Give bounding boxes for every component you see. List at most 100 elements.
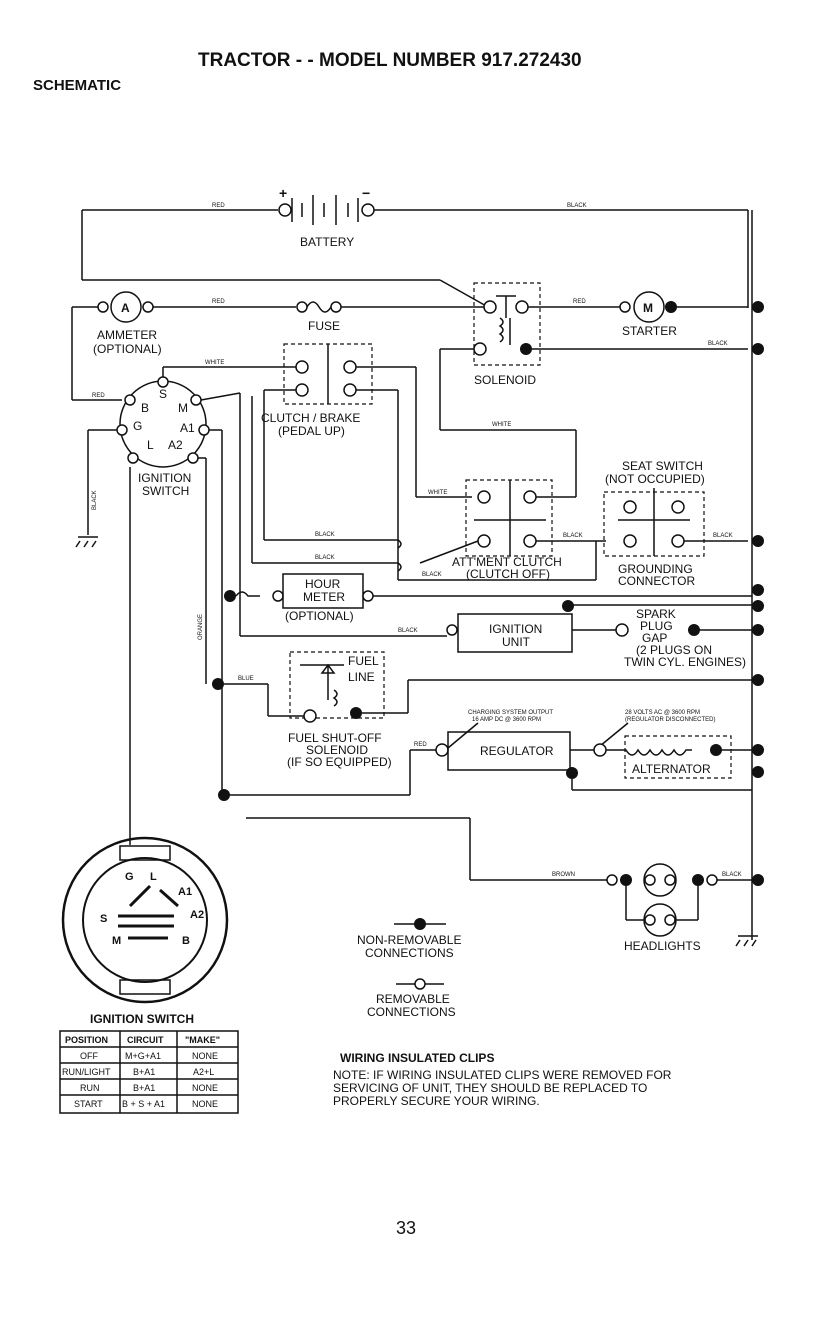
wire-label-black-headlights: BLACK [722,872,742,878]
clutch-brake-switch: CLUTCH / BRAKE (PEDAL UP) [261,343,373,438]
table-row-2-circuit: B+A1 [133,1067,155,1077]
wire-label-blue: BLUE [238,676,254,682]
alt-output-label: 28 VOLTS AC @ 3600 RPM [625,710,700,716]
hour-meter-label: HOUR [305,577,341,591]
wire-label-white-clutch: WHITE [428,490,447,496]
switch-terminal-b: B [141,401,149,415]
spark-plug-label-2: PLUG [640,619,673,633]
fuel-line-label-2: LINE [348,670,375,684]
clutch-brake-label: CLUTCH / BRAKE [261,411,360,425]
spark-plug-note-2: TWIN CYL. ENGINES) [624,655,746,669]
wire-label-white-ignition: WHITE [205,360,224,366]
note-line-3: PROPERLY SECURE YOUR WIRING. [333,1094,540,1108]
battery: + − BATTERY [81,185,749,308]
illus-terminal-g: G [125,871,134,883]
wire-label-brown: BROWN [552,872,575,878]
section-label: SCHEMATIC [33,77,121,94]
fuse-label: FUSE [308,319,340,333]
ignition-table: IGNITION SWITCH POSITION CIRCUIT "MAKE" … [59,1012,239,1114]
wire-label-red-battery: RED [212,203,225,209]
battery-minus: − [362,185,370,201]
starter-label: STARTER [622,324,677,338]
table-row-1-circuit: M+G+A1 [125,1051,161,1061]
legend-removable: REMOVABLE [376,992,450,1006]
spark-plug-label: SPARK [636,607,676,621]
headlights: HEADLIGHTS [606,863,718,953]
hour-meter-optional: (OPTIONAL) [285,609,354,623]
charging-output-label: CHARGING SYSTEM OUTPUT [468,710,553,716]
hour-meter: HOUR METER (OPTIONAL) [224,573,374,623]
illus-terminal-m: M [112,935,121,947]
spark-plug-label-3: GAP [642,631,667,645]
ignition-switch-illustration: G L A1 S A2 M B [61,836,229,1004]
page-title: TRACTOR - - MODEL NUMBER 917.272430 [198,50,582,71]
wire-label-black-seat: BLACK [713,533,733,539]
ignition-unit: IGNITION UNIT [446,613,573,653]
headlights-label: HEADLIGHTS [624,939,701,953]
fuel-solenoid: FUEL LINE FUEL SHUT-OFF SOLENOID (IF SO … [287,651,392,769]
battery-plus: + [279,185,287,201]
table-header-make: "MAKE" [185,1035,220,1045]
ammeter-symbol: A [121,301,130,315]
switch-terminal-a1: A1 [180,421,195,435]
table-row-3-make: NONE [192,1083,218,1093]
solenoid-label: SOLENOID [474,373,536,387]
note-heading: WIRING INSULATED CLIPS [340,1051,494,1065]
table-row-1-make: NONE [192,1051,218,1061]
spark-plug: SPARK PLUG GAP (2 PLUGS ON TWIN CYL. ENG… [615,607,764,669]
table-header-circuit: CIRCUIT [127,1035,164,1045]
ignition-unit-label: IGNITION [489,622,542,636]
note-line-1: NOTE: IF WIRING INSULATED CLIPS WERE REM… [333,1068,672,1082]
table-row-4-position: START [74,1099,103,1109]
wire-label-black-ground: BLACK [92,490,98,510]
seat-switch-label: SEAT SWITCH [622,459,703,473]
attment-clutch-label: ATT'MENT CLUTCH [452,555,562,569]
seat-switch: SEAT SWITCH (NOT OCCUPIED) GROUNDING CON… [603,459,705,588]
attachment-clutch-switch: ATT'MENT CLUTCH (CLUTCH OFF) [452,479,562,581]
ammeter: A AMMETER (OPTIONAL) [93,291,162,356]
seat-switch-state: (NOT OCCUPIED) [605,472,705,486]
illus-terminal-s: S [100,913,107,925]
wire-label-black-att4: BLACK [563,533,583,539]
regulator: REGULATOR [435,731,578,779]
wire-label-red-ammeter: RED [212,299,225,305]
table-row-2-make: A2+L [193,1067,214,1077]
illus-terminal-a2: A2 [190,909,204,921]
page-number: 33 [396,1218,416,1238]
starter-symbol: M [643,301,653,315]
illus-terminal-a1: A1 [178,886,192,898]
ignition-switch: S B M G A1 L A2 IGNITION SWITCH [116,376,210,498]
ignition-switch-label: IGNITION [138,471,191,485]
starter: M STARTER [619,291,677,338]
legend-non-removable-2: CONNECTIONS [365,946,454,960]
wire-label-orange: ORANGE [198,614,204,640]
wire-label-black-att1: BLACK [315,532,335,538]
switch-terminal-g: G [133,419,142,433]
wiring-note: WIRING INSULATED CLIPS NOTE: IF WIRING I… [333,1051,672,1108]
grounding-label: GROUNDING [618,562,693,576]
fuel-solenoid-label: FUEL SHUT-OFF [288,731,382,745]
battery-label: BATTERY [300,235,354,249]
wire-label-red-switch: RED [92,393,105,399]
ignition-table-title: IGNITION SWITCH [90,1012,194,1026]
table-row-2-position: RUN/LIGHT [62,1067,111,1077]
wire-label-black-att3: BLACK [422,572,442,578]
ammeter-label: AMMETER [97,328,157,342]
table-row-4-circuit: B + S + A1 [122,1099,165,1109]
wire-label-red-starter: RED [573,299,586,305]
alternator-label: ALTERNATOR [632,762,711,776]
wire-label-black-ignunit: BLACK [398,628,418,634]
illus-terminal-l: L [150,871,157,883]
legend: NON-REMOVABLE CONNECTIONS REMOVABLE CONN… [357,918,461,1019]
alt-output-label-2: (REGULATOR DISCONNECTED) [625,717,715,723]
regulator-label: REGULATOR [480,744,554,758]
wire-label-red-regulator: RED [414,742,427,748]
switch-terminal-l: L [147,438,154,452]
fuel-solenoid-label-3: (IF SO EQUIPPED) [287,755,392,769]
wire-label-black-solenoid: BLACK [708,341,728,347]
table-row-3-circuit: B+A1 [133,1083,155,1093]
attment-clutch-state: (CLUTCH OFF) [466,567,550,581]
legend-removable-2: CONNECTIONS [367,1005,456,1019]
switch-terminal-m: M [178,401,188,415]
